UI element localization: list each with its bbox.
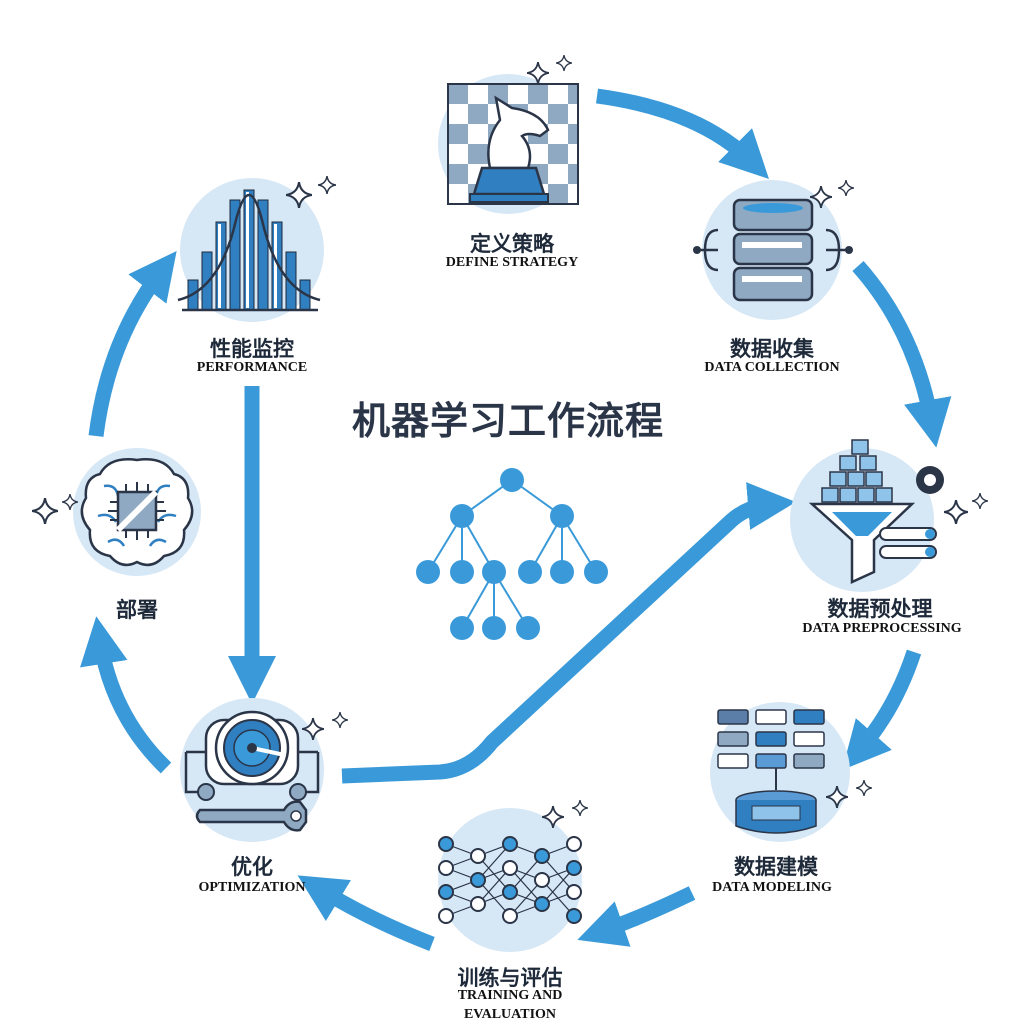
step-label-training-evaluation-cn: 训练与评估 — [457, 966, 563, 990]
arrow-deployment-to-performance — [88, 250, 177, 437]
arrow-training-to-optimization — [297, 875, 435, 951]
arrow-optimization-to-deployment — [80, 616, 172, 774]
step-label-data-preprocessing-en: DATA PREPROCESSING — [802, 621, 962, 636]
database-icon — [693, 198, 853, 302]
step-label-define-strategy-cn: 定义策略 — [470, 232, 554, 256]
step-label-optimization-en: OPTIMIZATION — [198, 880, 306, 895]
arrow-strategy-to-collection — [595, 88, 769, 179]
step-training-evaluation — [438, 800, 588, 952]
step-label-performance-en: PERFORMANCE — [196, 360, 308, 375]
arrow-optimization-to-preprocessing — [341, 482, 796, 784]
step-label-data-collection-en: DATA COLLECTION — [704, 360, 840, 375]
step-label-training-evaluation-en-line1: TRAINING AND — [457, 988, 563, 1003]
step-label-data-modeling-cn: 数据建模 — [734, 855, 818, 879]
arrow-collection-to-preprocessing — [852, 261, 952, 448]
step-define-strategy — [438, 55, 579, 214]
center-tree-icon — [416, 468, 608, 640]
gauge-wrench-icon — [184, 710, 320, 832]
bell-curve-chart-icon — [177, 189, 321, 312]
chess-knight-icon — [447, 83, 579, 205]
funnel-icon — [808, 439, 944, 584]
neural-network-nodes — [438, 836, 582, 924]
arrow-modeling-to-training — [577, 886, 696, 947]
step-label-performance-cn: 性能监控 — [210, 337, 294, 361]
step-label-deployment-cn: 部署 — [116, 598, 158, 622]
flow-arrows — [80, 88, 952, 951]
step-data-modeling — [710, 702, 872, 842]
step-label-data-modeling-en: DATA MODELING — [712, 880, 832, 895]
step-label-optimization-cn: 优化 — [231, 855, 273, 879]
step-label-define-strategy-en: DEFINE STRATEGY — [445, 255, 579, 270]
brain-chip-icon — [80, 458, 194, 567]
step-label-training-evaluation-en: TRAINING AND EVALUATION — [458, 986, 563, 1024]
diagram-title: 机器学习工作流程 — [351, 399, 665, 443]
arrow-preprocessing-to-modeling — [842, 649, 922, 771]
step-performance — [177, 176, 336, 322]
step-optimization — [180, 698, 348, 842]
step-deployment — [32, 448, 201, 576]
step-label-data-preprocessing-cn: 数据预处理 — [827, 597, 933, 621]
step-data-preprocessing — [790, 439, 988, 592]
step-data-collection — [693, 180, 854, 320]
data-model-icon — [717, 709, 825, 834]
step-label-training-evaluation-en-line2: EVALUATION — [463, 1007, 557, 1022]
step-label-data-collection-cn: 数据收集 — [730, 337, 814, 361]
